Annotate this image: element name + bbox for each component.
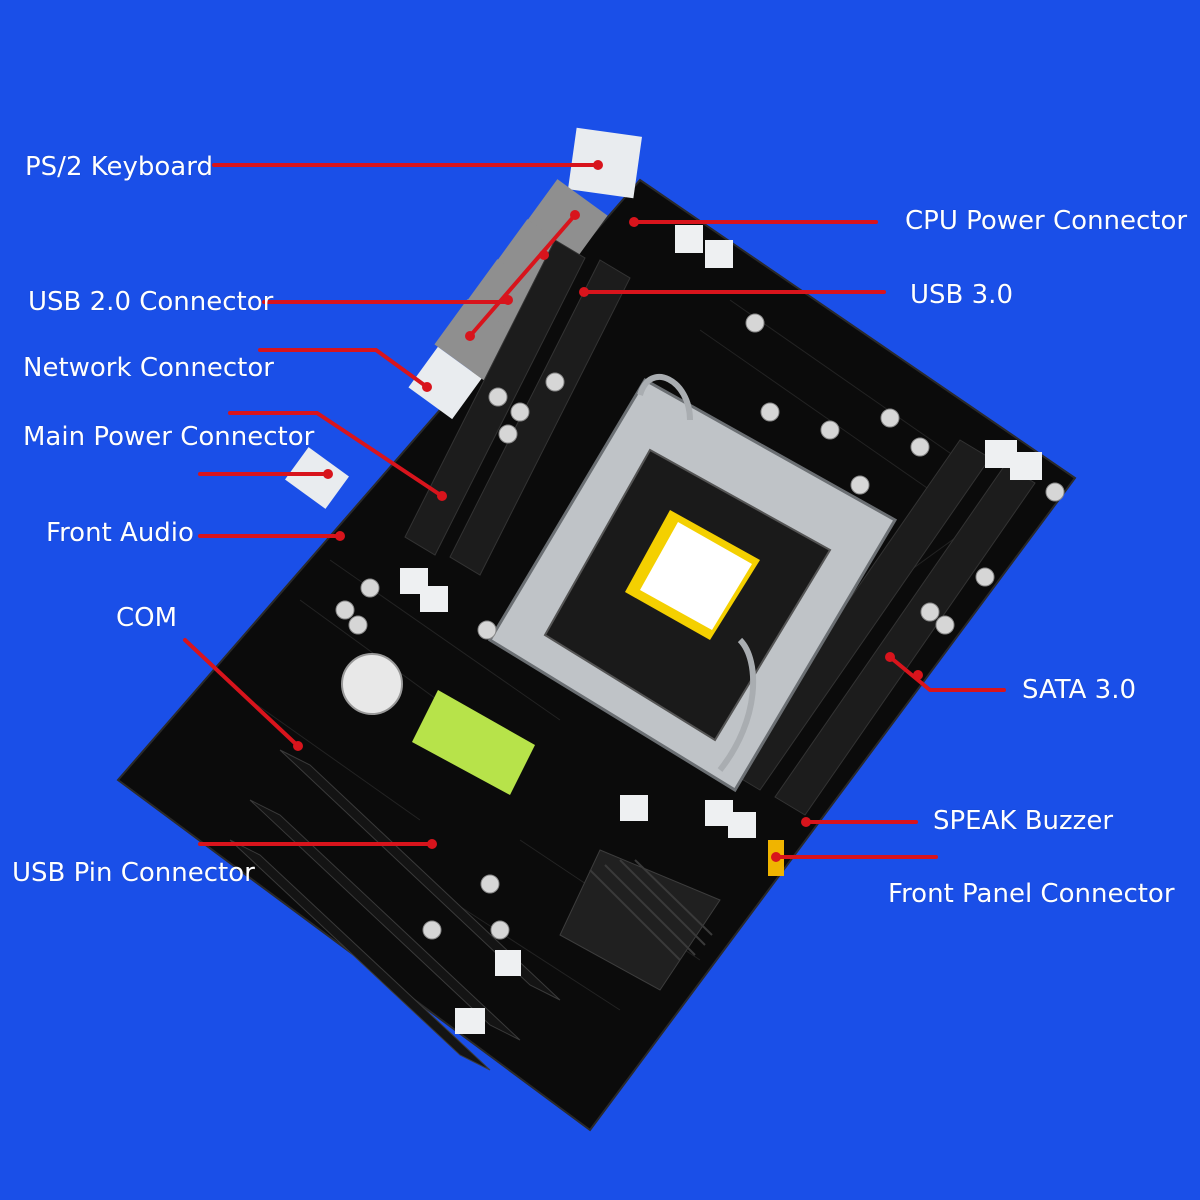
cmos-battery [341, 653, 403, 715]
leader-main-power [228, 411, 444, 498]
leader-sata3 [888, 655, 1006, 692]
leader-lines [183, 163, 1006, 859]
green-sticker [412, 690, 535, 795]
leader-usb2-diag [468, 213, 577, 338]
white-headers [400, 225, 1042, 1034]
leader-network [258, 348, 429, 389]
chipset-heatsink [559, 849, 721, 991]
label-front-panel-connector: Front Panel Connector [888, 879, 1175, 909]
label-cpu-power-connector: CPU Power Connector [905, 206, 1188, 236]
label-usb3: USB 3.0 [910, 280, 1013, 310]
leader-com [183, 638, 300, 748]
capacitors [335, 313, 1065, 940]
label-sata3: SATA 3.0 [1022, 675, 1137, 705]
label-com: COM [116, 603, 178, 633]
label-main-power-connector: Main Power Connector [23, 422, 315, 452]
label-speak-buzzer: SPEAK Buzzer [933, 806, 1114, 836]
cpu-socket [487, 374, 898, 793]
leader-endpoints [293, 160, 923, 862]
label-usb-pin-connector: USB Pin Connector [12, 858, 255, 888]
label-front-audio: Front Audio [46, 518, 194, 548]
label-usb2-connector: USB 2.0 Connector [28, 287, 274, 317]
label-network-connector: Network Connector [23, 353, 274, 383]
pcie-slots [229, 749, 561, 1071]
label-ps2-keyboard: PS/2 Keyboard [25, 152, 213, 182]
